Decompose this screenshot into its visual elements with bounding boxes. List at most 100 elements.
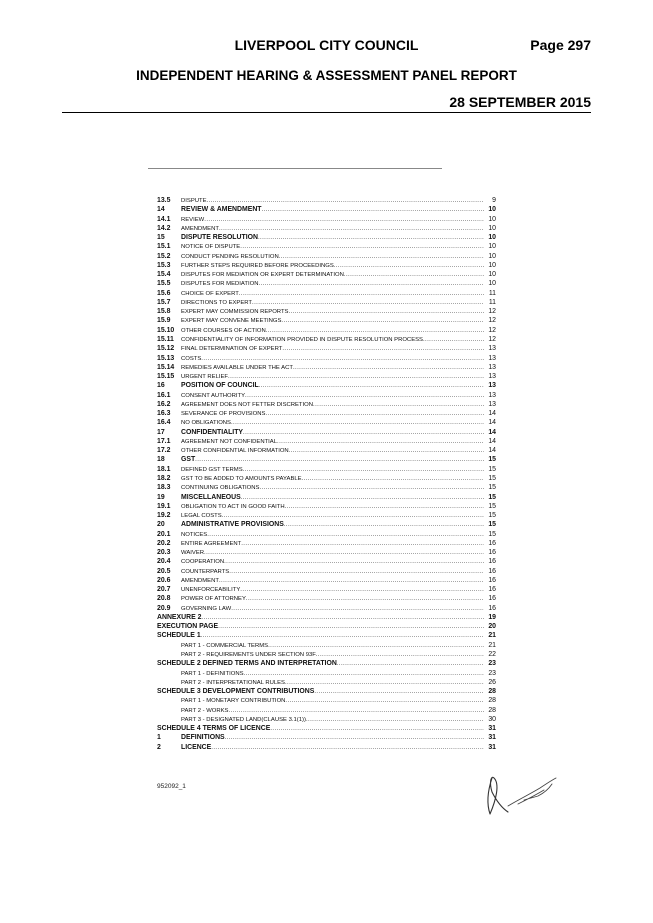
toc-entry: 15.9Expert may convene meetings.........…: [157, 316, 496, 325]
toc-number-cell: 13.5: [157, 196, 181, 205]
toc-number-cell: 15.4: [157, 270, 181, 279]
toc-entry-title: Expert may convene meetings: [181, 318, 282, 325]
toc-entry-number: 15.15: [157, 373, 175, 381]
toc-entry: 18.3Continuing obligations..............…: [157, 483, 496, 492]
toc-leader-dots: ........................................…: [240, 587, 484, 594]
toc-leader-dots: ........................................…: [261, 207, 484, 214]
toc-number-cell: 20.6: [157, 576, 181, 585]
toc-entry-number: 20.5: [157, 567, 171, 575]
toc-entry: 17.1Agreement not confidential..........…: [157, 437, 496, 446]
toc-entry-number: 19.1: [157, 502, 171, 510]
toc-leader-dots: ........................................…: [285, 698, 484, 705]
toc-entry-page: 11: [488, 298, 496, 306]
toc-number-cell: 14.1: [157, 215, 181, 224]
toc-entry-page: 10: [488, 280, 496, 288]
toc-entry: 20.8Power of Attorney...................…: [157, 594, 496, 603]
toc-entry-title: EXECUTION PAGE: [157, 623, 219, 631]
toc-entry-title: Part 3 - Designated Land(clause 3.1(1)): [181, 716, 306, 723]
toc-entry-title: Amendment: [181, 225, 219, 232]
toc-entry: 20.9Governing law.......................…: [157, 604, 496, 613]
toc-number-cell: 17.2: [157, 446, 181, 455]
toc-entry-number: 19: [157, 493, 165, 501]
toc-leader-dots: ........................................…: [343, 272, 484, 279]
toc-entry-page: 23: [488, 660, 496, 668]
toc-entry-page: 16: [488, 558, 496, 566]
toc-entry-number: 15.3: [157, 261, 171, 269]
toc-entry-number: 20.9: [157, 604, 171, 612]
toc-entry-title: Unenforceability: [181, 587, 241, 594]
toc-entry: 15.12Final determination of expert......…: [157, 344, 496, 353]
toc-leader-dots: ........................................…: [292, 364, 484, 371]
toc-entry-page: 13: [488, 382, 496, 390]
toc-entry-title: SCHEDULE 1: [157, 632, 201, 640]
toc-entry-page: 28: [488, 688, 496, 696]
toc-number-cell: 20.7: [157, 585, 181, 594]
toc-entry-number: 15.2: [157, 252, 171, 260]
toc-leader-dots: ........................................…: [204, 550, 484, 557]
toc-number-cell: 15.15: [157, 372, 181, 381]
toc-entry-title: Consent authority: [181, 392, 246, 399]
toc-entry-title: Agreement does not fetter discretion: [181, 401, 314, 408]
toc-entry-page: 14: [488, 410, 496, 418]
toc-entry-page: 12: [488, 308, 496, 316]
toc-number-cell: 20.8: [157, 594, 181, 603]
scan-top-rule: [148, 168, 442, 169]
toc-entry: 20.1Notices.............................…: [157, 530, 496, 539]
toc-entry: 17.2Other Confidential Information......…: [157, 446, 496, 455]
toc-entry: Part 1 - Monetary Contribution..........…: [157, 696, 496, 705]
toc-leader-dots: ........................................…: [257, 235, 484, 242]
toc-entry-page: 12: [488, 326, 496, 334]
toc-entry: 16.4No obligations......................…: [157, 418, 496, 427]
toc-entry-page: 15: [488, 521, 496, 529]
toc-leader-dots: ........................................…: [200, 633, 484, 640]
toc-entry-page: 31: [488, 734, 496, 742]
toc-entry-page: 10: [488, 271, 496, 279]
toc-entry-page: 16: [488, 567, 496, 575]
toc-leader-dots: ........................................…: [336, 661, 484, 668]
toc-entry-title: Disputes for mediation or expert determi…: [181, 272, 344, 279]
toc-entry-title: ADMINISTRATIVE PROVISIONS: [181, 521, 284, 529]
toc-leader-dots: ........................................…: [224, 559, 484, 566]
toc-entry-title: GST: [181, 456, 196, 464]
toc-entry-title: Confidentiality of information provided …: [181, 336, 423, 343]
toc-entry-number: 20.2: [157, 539, 171, 547]
toc-leader-dots: ........................................…: [245, 596, 484, 603]
toc-leader-dots: ........................................…: [195, 457, 484, 464]
toc-entry-number: 15.9: [157, 317, 171, 325]
toc-leader-dots: ........................................…: [284, 679, 484, 686]
toc-entry: 20.4Cooperation.........................…: [157, 557, 496, 566]
toc-entry-number: 14.2: [157, 224, 171, 232]
toc-entry-title: Remedies available under the Act: [181, 364, 293, 371]
toc-entry-page: 15: [488, 502, 496, 510]
toc-entry-page: 16: [488, 604, 496, 612]
toc-entry: SCHEDULE 2 DEFINED TERMS AND INTERPRETAT…: [157, 659, 496, 668]
toc-entry-number: 20: [157, 521, 165, 529]
toc-entry-page: 16: [488, 549, 496, 557]
toc-entry-number: 15.5: [157, 280, 171, 288]
toc-entry-page: 10: [488, 234, 496, 242]
toc-entry-title: Waiver: [181, 550, 205, 557]
toc-entry-number: 18.3: [157, 484, 171, 492]
toc-leader-dots: ........................................…: [422, 336, 484, 343]
toc-entry-number: 15.8: [157, 308, 171, 316]
toc-entry-title: GST to be added to amounts payable: [181, 475, 302, 482]
toc-entry-page: 11: [488, 289, 496, 297]
toc-entry-page: 13: [488, 400, 496, 408]
header-rule: [62, 112, 591, 113]
toc-number-cell: 16.2: [157, 400, 181, 409]
toc-entry-title: Cooperation: [181, 559, 225, 566]
toc-leader-dots: ........................................…: [224, 735, 484, 742]
toc-entry: Part 1 - Commercial Terms...............…: [157, 641, 496, 650]
toc-number-cell: 15.14: [157, 363, 181, 372]
toc-entry: 15.4Disputes for mediation or expert det…: [157, 270, 496, 279]
toc-entry-title: Final determination of expert: [181, 346, 283, 353]
toc-entry-page: 21: [488, 632, 496, 640]
toc-entry-number: 16: [157, 382, 165, 390]
toc-entry-number: 15.11: [157, 335, 174, 343]
toc-leader-dots: ........................................…: [315, 652, 484, 659]
toc-entry-title: Conduct pending resolution: [181, 253, 279, 260]
toc-entry-page: 30: [488, 715, 496, 723]
toc-number-cell: 15.8: [157, 307, 181, 316]
